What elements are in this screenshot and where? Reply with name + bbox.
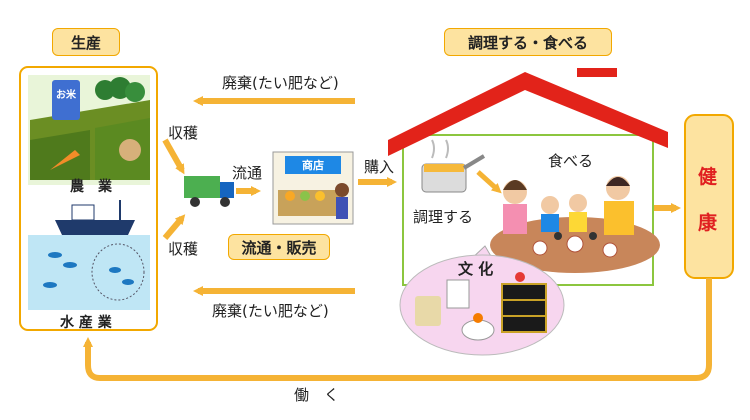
shop-sign-text: 商店 bbox=[302, 158, 324, 172]
shopkeeper-icon bbox=[335, 183, 349, 197]
culture-label: 文 化 bbox=[458, 260, 494, 278]
miso-icon bbox=[446, 279, 470, 309]
family-dinner-illustration bbox=[490, 176, 660, 273]
health-label-2: 康 bbox=[698, 212, 718, 234]
sake-icon bbox=[415, 296, 441, 326]
culture-bubble bbox=[399, 245, 565, 356]
jubako-icon bbox=[501, 283, 547, 333]
shop-icon: 商店 bbox=[272, 151, 354, 225]
potato-icon bbox=[119, 139, 141, 161]
cooking-pot-icon bbox=[421, 139, 486, 193]
cooking-label: 調理する bbox=[413, 208, 474, 226]
house-chimney bbox=[577, 68, 617, 77]
production-badge: 生産 bbox=[52, 28, 120, 56]
cook-eat-badge: 調理する・食べる bbox=[444, 28, 612, 56]
cook-to-eat-arrow bbox=[476, 170, 502, 194]
purchase-label: 購入 bbox=[364, 158, 395, 176]
fishery-illustration bbox=[28, 200, 150, 310]
work-arrow bbox=[83, 278, 712, 381]
harvest-label-top: 収穫 bbox=[168, 124, 199, 142]
farm-illustration: お米 bbox=[28, 75, 150, 185]
health-label-1: 健 bbox=[698, 166, 718, 188]
agriculture-label: 農 業 bbox=[70, 179, 112, 195]
carrot-icon bbox=[50, 150, 80, 170]
waste-label-bottom: 廃棄(たい肥など) bbox=[212, 302, 329, 320]
distribution-label: 流通 bbox=[232, 164, 263, 182]
harvest-label-bottom: 収穫 bbox=[168, 240, 199, 258]
work-label: 働 く bbox=[294, 386, 340, 404]
waste-label-top: 廃棄(たい肥など) bbox=[222, 74, 339, 92]
house-roof bbox=[388, 72, 668, 156]
truck-icon bbox=[184, 176, 234, 207]
rice-bag-icon bbox=[52, 80, 80, 120]
fishery-label: 水 産 業 bbox=[60, 315, 112, 331]
health-box bbox=[684, 114, 734, 279]
fishing-boat-icon bbox=[55, 220, 135, 235]
distribution-sales-badge: 流通・販売 bbox=[228, 234, 330, 260]
harvest-arrow-top bbox=[162, 138, 185, 175]
eating-label: 食べる bbox=[548, 152, 594, 170]
harvest-arrow-bottom bbox=[162, 214, 186, 240]
rice-bag-text: お米 bbox=[56, 88, 77, 101]
